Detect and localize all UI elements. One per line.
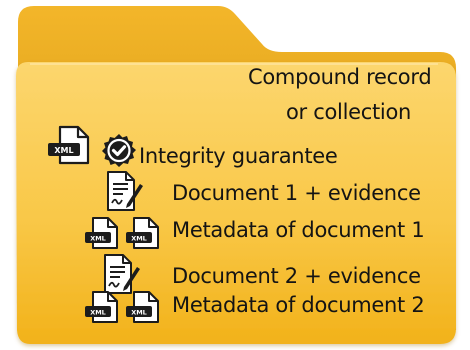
xml-file-icon: XML [85,217,118,249]
xml-badge-text: XML [54,146,73,155]
svg-text:XML: XML [90,235,106,243]
svg-text:XML: XML [131,235,147,243]
xml-file-icon: XML [126,291,159,323]
xml-file-icon: XML [126,217,159,249]
signed-document-icon [107,171,143,211]
verified-seal-icon [102,134,136,167]
folder-title-line-1: Compound record [248,65,432,89]
item-metadata-document-2: Metadata of document 2 [172,293,425,317]
folder-title-line-2: or collection [286,100,412,124]
item-integrity-guarantee: Integrity guarantee [139,144,338,168]
item-document-2-evidence: Document 2 + evidence [172,264,421,288]
svg-text:XML: XML [131,309,147,317]
svg-text:XML: XML [90,309,106,317]
item-document-1-evidence: Document 1 + evidence [172,181,421,205]
signed-document-icon [104,254,140,294]
item-metadata-document-1: Metadata of document 1 [172,218,425,242]
xml-file-icon: XML [48,125,90,165]
xml-file-icon: XML [85,291,118,323]
